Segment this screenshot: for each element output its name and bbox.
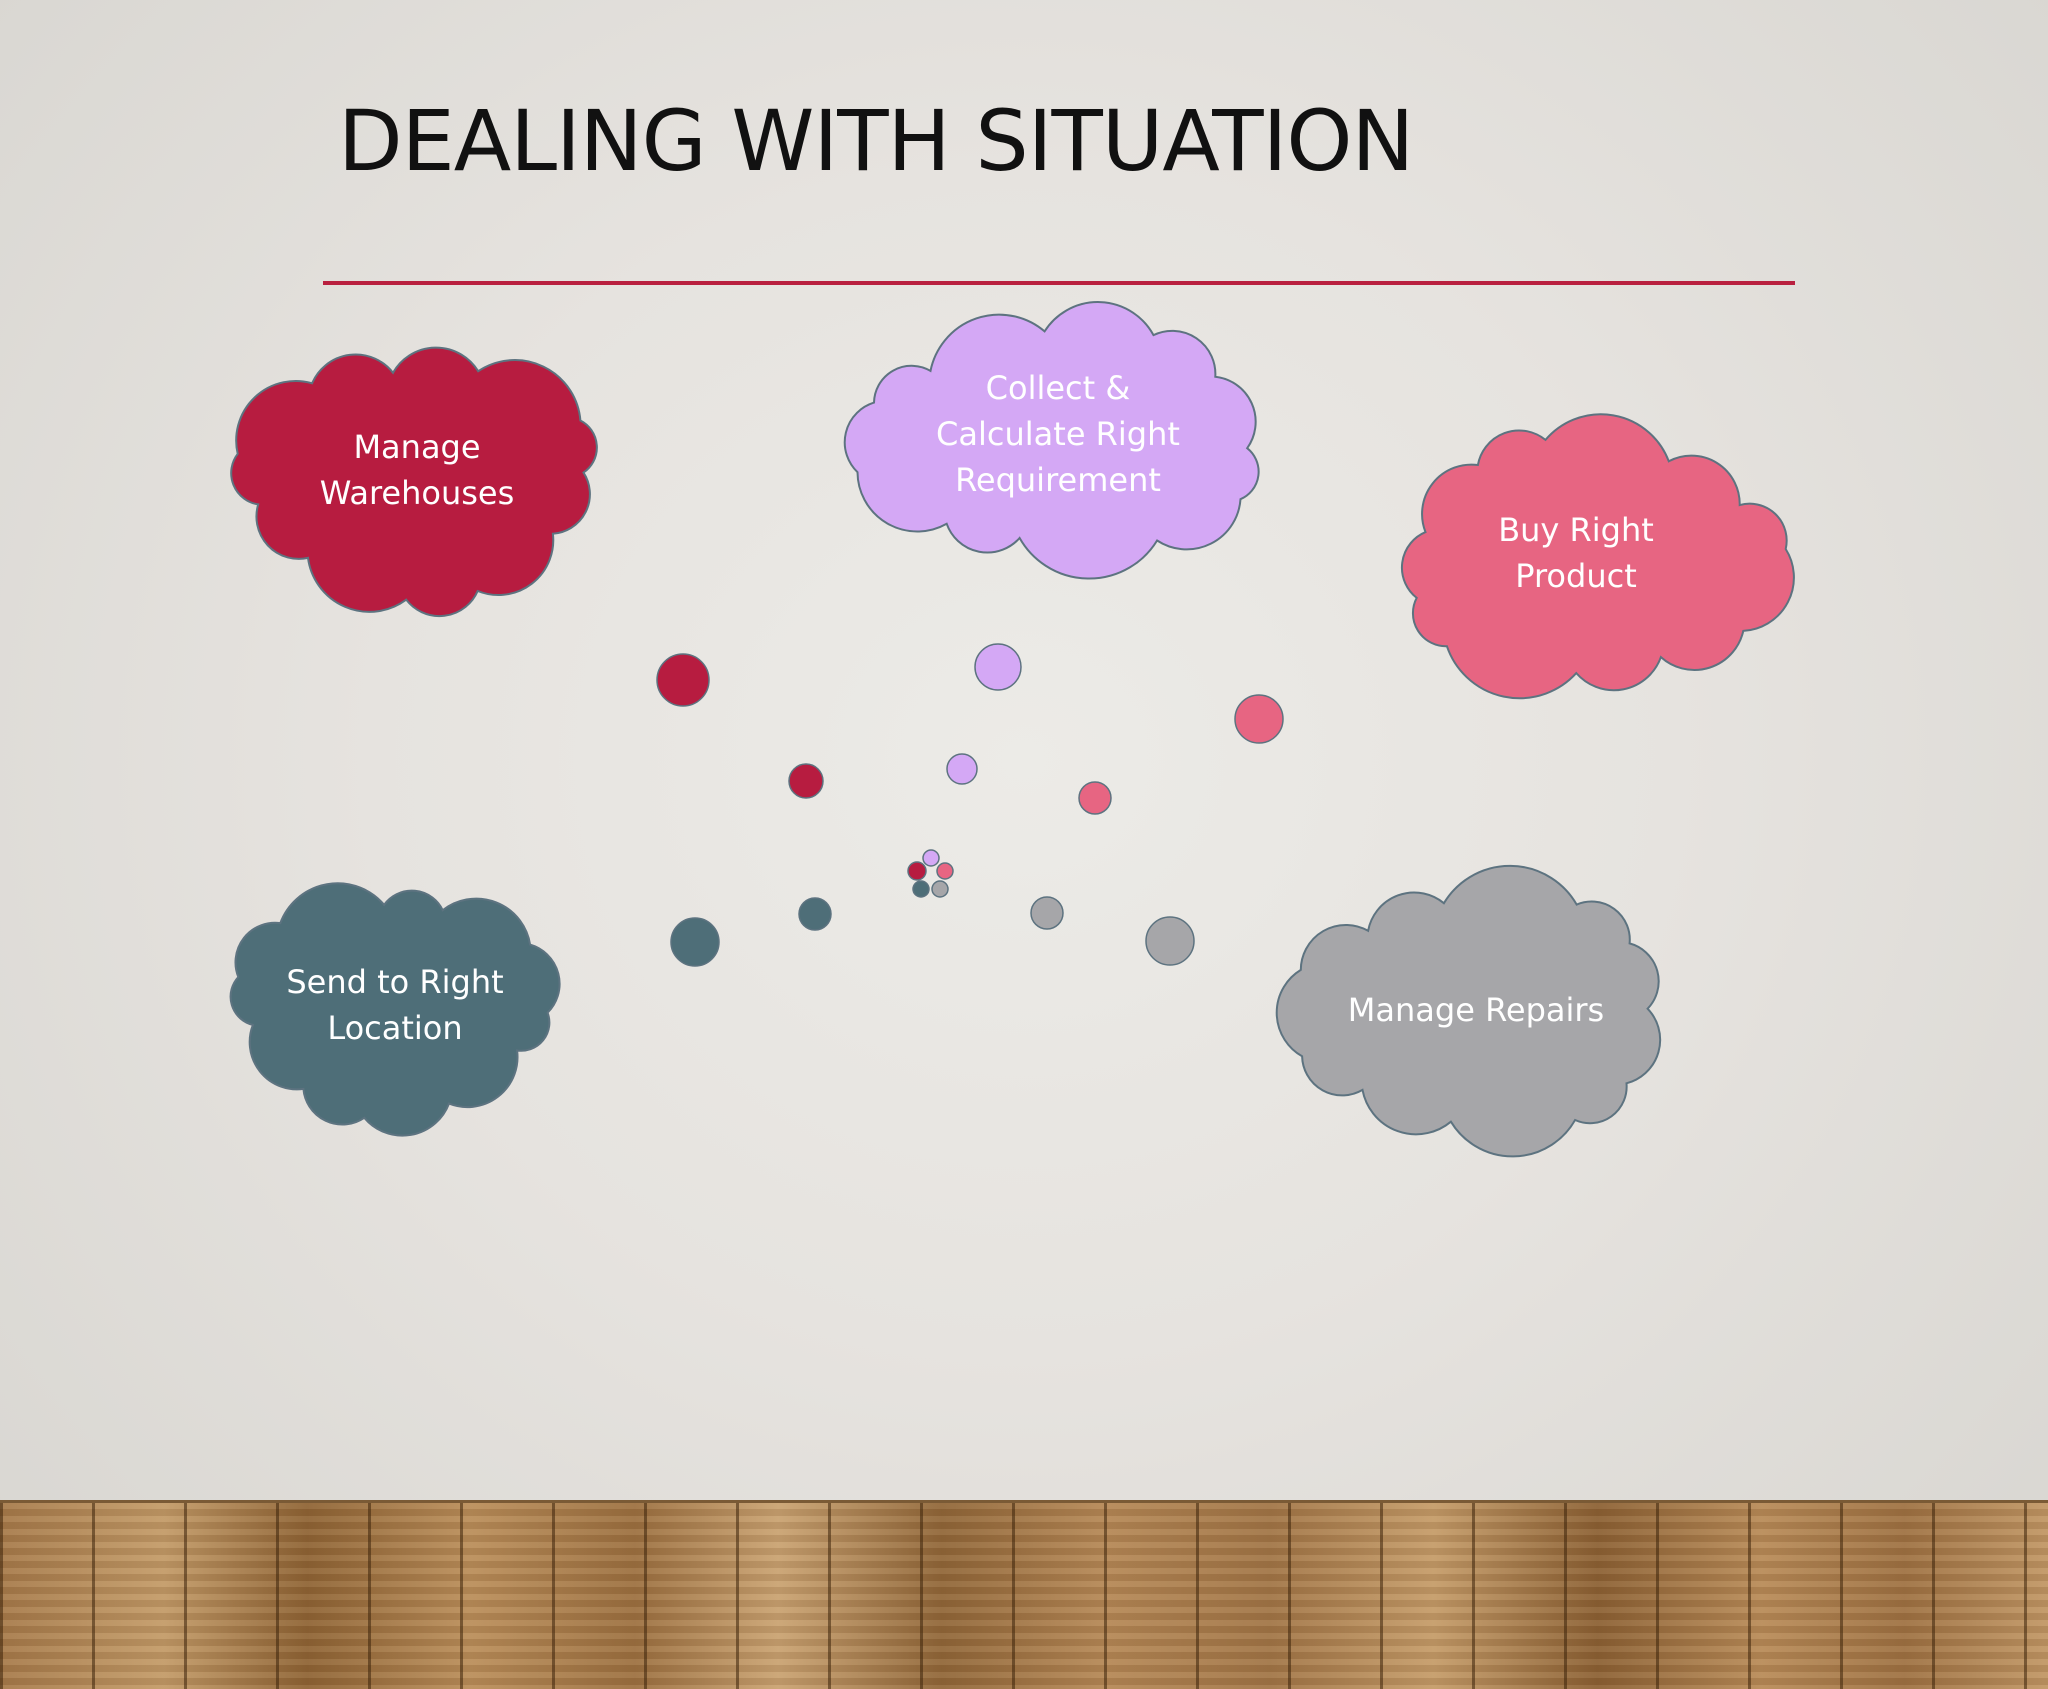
cloud-label-line: Requirement: [955, 461, 1161, 499]
cloud-label-line: Manage: [353, 428, 481, 466]
cloud-label-repairs: Manage Repairs: [1348, 987, 1604, 1033]
thought-bubble-product-3: [936, 862, 954, 880]
thought-bubble-product-2: [1078, 781, 1112, 815]
thought-bubble-requirement-2: [946, 753, 978, 785]
cloud-label-line: Location: [327, 1009, 463, 1047]
cloud-shape-repairs: [1275, 864, 1662, 1158]
slide-title: DEALING WITH SITUATION: [338, 92, 1414, 190]
thought-bubble-location-3: [912, 880, 930, 898]
cloud-shape-product: [1400, 413, 1795, 700]
thought-bubble-repairs-2: [1030, 896, 1064, 930]
wood-floor: [0, 1500, 2048, 1689]
thought-bubble-location-2: [798, 897, 832, 931]
thought-bubble-warehouses-2: [788, 763, 824, 799]
thought-bubble-warehouses-3: [907, 861, 927, 881]
cloud-shape-location: [229, 882, 561, 1137]
thought-bubble-location-1: [670, 917, 720, 967]
cloud-label-line: Calculate Right: [936, 415, 1180, 453]
cloud-label-line: Buy Right: [1498, 511, 1654, 549]
cloud-label-line: Send to Right: [286, 963, 504, 1001]
cloud-label-line: Manage Repairs: [1347, 991, 1605, 1029]
cloud-shape-requirement: [843, 301, 1260, 580]
cloud-label-line: Product: [1515, 557, 1637, 595]
cloud-shape-warehouses: [230, 346, 598, 618]
thought-bubble-warehouses-1: [656, 653, 710, 707]
title-divider: [323, 281, 1795, 285]
cloud-label-line: Warehouses: [319, 474, 515, 512]
thought-bubble-product-1: [1234, 694, 1284, 744]
thought-bubble-repairs-3: [931, 880, 949, 898]
thought-bubble-repairs-1: [1145, 916, 1195, 966]
cloud-label-line: Collect &: [985, 369, 1131, 407]
thought-bubble-requirement-3: [922, 849, 940, 867]
thought-bubble-requirement-1: [974, 643, 1022, 691]
